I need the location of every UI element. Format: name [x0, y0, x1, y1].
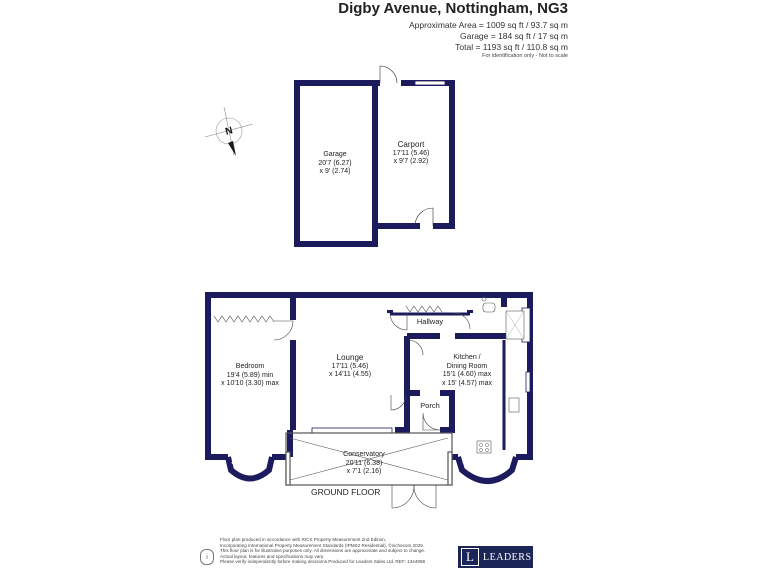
approximate-area: Approximate Area = 1009 sq ft / 93.7 sq … [409, 20, 568, 30]
carport-door-swing [379, 65, 398, 84]
leaders-logo-mark: L [461, 548, 479, 566]
identification-note: For identification only - Not to scale [482, 53, 568, 59]
garage-dim2: x 9' (2.74) [319, 168, 351, 175]
garage-walls [294, 80, 378, 247]
leaders-logo: L LEADERS [458, 546, 533, 568]
lounge-dim2: x 14'11 (4.55) [328, 371, 372, 378]
door-swings [273, 312, 471, 431]
basin-icon [481, 296, 487, 302]
conservatory-frame [285, 432, 453, 486]
room-carport-label: Carport 17'11 (5.46) x 9'7 (2.92) [392, 140, 430, 167]
kitchen-name: Kitchen / [453, 354, 481, 361]
lounge-name: Lounge [336, 353, 364, 362]
floor-label: GROUND FLOOR [311, 487, 381, 497]
conservatory-dim2: x 7'1 (2.16) [346, 468, 382, 475]
garage-dim1: 20'7 (6.27) [318, 159, 352, 167]
hallway-name: Hallway [416, 317, 444, 326]
garage-area: Garage = 184 sq ft / 17 sq m [460, 31, 568, 41]
leaders-logo-name: LEADERS [483, 551, 532, 563]
bedroom-bay-window [225, 456, 275, 482]
rics-badge-icon: i [200, 549, 214, 565]
conservatory-dim1: 20'11 (6.38) [345, 459, 383, 467]
hob-icon [476, 440, 492, 454]
bedroom-dim1: 19'4 (5.89) min [226, 371, 274, 379]
bedroom-name: Bedroom [235, 363, 265, 370]
room-bedroom-label: Bedroom 19'4 (5.89) min x 10'10 (3.30) m… [221, 363, 279, 389]
room-garage-label: Garage 20'7 (6.27) x 9' (2.74) [318, 151, 351, 177]
room-porch-label: Porch [420, 401, 440, 411]
kitchen-dim2: x 15' (4.57) max [442, 379, 492, 387]
disclaimer-line: Floor plan produced in accordance with R… [220, 537, 386, 542]
disclaimer: Floor plan produced in accordance with R… [220, 537, 460, 565]
wc-icon [482, 302, 496, 313]
lounge-conservatory-window [311, 427, 393, 434]
room-kitchen-label: Kitchen / Dining Room 15'1 (4.60) max x … [442, 354, 492, 388]
bedroom-wardrobe [213, 315, 275, 323]
carport-name: Carport [397, 140, 425, 149]
north-arrow-icon: N [204, 106, 254, 156]
carport-dim2: x 9'7 (2.92) [393, 158, 429, 165]
disclaimer-line: This floor plan is for illustrative purp… [220, 548, 426, 554]
room-lounge-label: Lounge 17'11 (5.46) x 14'11 (4.55) [328, 353, 372, 380]
hallway-cupboard [405, 305, 443, 313]
total-area: Total = 1193 sq ft / 110.8 sq m [455, 42, 568, 52]
compass-letter: N [224, 125, 234, 137]
kitchen-name2: Dining Room [446, 362, 488, 370]
kitchen-side-window [525, 371, 531, 393]
disclaimer-line: Actual layout, features and specificatio… [220, 553, 325, 559]
property-title: Digby Avenue, Nottingham, NG3 [338, 0, 568, 17]
conservatory-name: Conservatory [343, 451, 385, 458]
kitchen-bay-window [455, 456, 519, 484]
conservatory-french-doors [391, 484, 437, 509]
lounge-dim1: 17'11 (5.46) [331, 362, 369, 370]
sink-icon [508, 397, 520, 413]
bedroom-dim2: x 10'10 (3.30) max [221, 380, 279, 387]
room-hallway-label: Hallway [416, 317, 444, 327]
kitchen-dim1: 15'1 (4.60) max [442, 371, 492, 378]
room-conservatory-label: Conservatory 20'11 (6.38) x 7'1 (2.16) [343, 451, 385, 477]
garage-name: Garage [323, 151, 347, 158]
interior-partitions [390, 312, 506, 450]
porch-name: Porch [420, 401, 440, 410]
carport-side-door-swing [414, 207, 434, 227]
disclaimer-line: Incorporating International Property Mea… [220, 542, 425, 548]
carport-window [414, 80, 446, 86]
disclaimer-line: Please verify independently before makin… [220, 559, 426, 565]
carport-dim1: 17'11 (5.46) [392, 149, 430, 157]
